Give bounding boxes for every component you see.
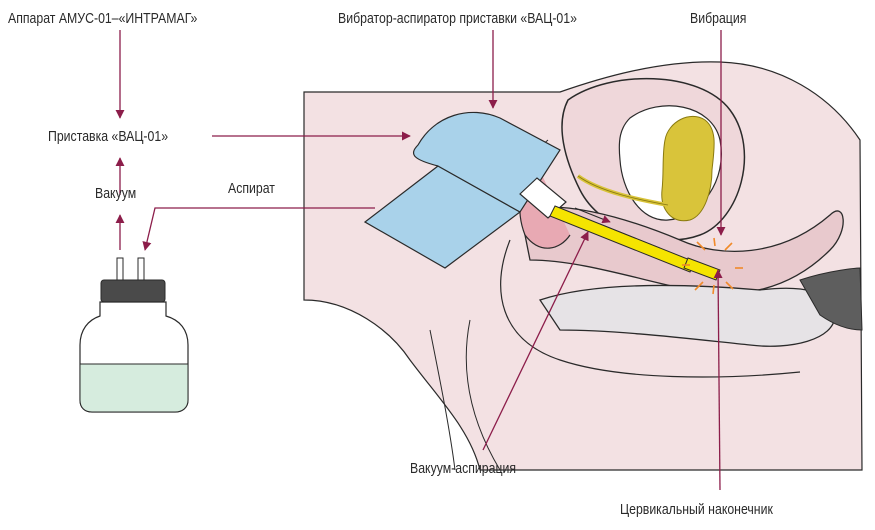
aspirate-jar (80, 258, 188, 412)
amus-device-label: Аппарат АМУС-01–«ИНТРАМАГ» (8, 10, 197, 28)
vibrator-aspirator-label: Вибратор-аспиратор приставки «ВАЦ-01» (338, 10, 577, 28)
vacuum-label: Вакуум (95, 185, 136, 203)
cervical-tip-label: Цервикальный наконечник (620, 501, 773, 519)
aspirate-label: Аспират (228, 180, 275, 198)
vacuum-aspiration-label: Вакуум-аспирация (410, 460, 516, 478)
attachment-label: Приставка «ВАЦ-01» (48, 128, 168, 146)
pelvic-section (304, 62, 862, 470)
vibration-label: Вибрация (690, 10, 746, 28)
